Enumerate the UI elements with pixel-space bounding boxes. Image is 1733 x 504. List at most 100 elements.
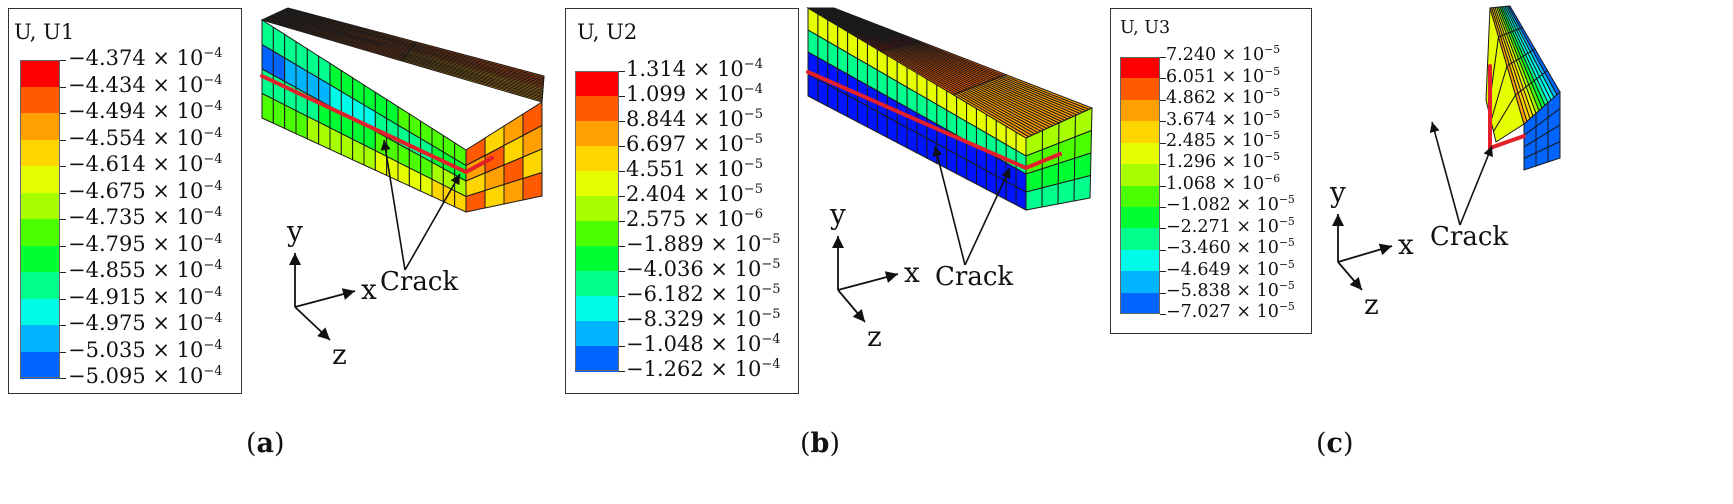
- legend-swatch: [20, 325, 60, 352]
- crack-arrowhead: [932, 146, 943, 157]
- legend-tick: [1160, 78, 1166, 80]
- legend-label: 3.674 × 10−5: [1166, 109, 1280, 130]
- z-axis-label: z: [332, 338, 347, 371]
- crack-label: Crack: [380, 267, 458, 297]
- legend-label-mantissa: −8.329: [626, 307, 704, 332]
- legend-label: −1.082 × 10−5: [1166, 195, 1295, 215]
- legend-label-exponent: −4: [203, 178, 223, 194]
- legend-tick: [619, 296, 625, 297]
- legend-swatch: [1120, 206, 1160, 229]
- x-axis-arrow-head: [341, 288, 355, 300]
- legend-label-exponent: −5: [743, 182, 763, 198]
- legend-label-exponent: −5: [761, 232, 781, 248]
- legend-label-exponent: −5: [743, 157, 763, 173]
- legend-label-exponent: −4: [203, 364, 223, 380]
- legend-label-exponent: −4: [203, 152, 223, 168]
- legend-label-exponent: −4: [203, 99, 223, 115]
- legend-label-exponent: −4: [761, 357, 781, 373]
- x-axis-arrow-head: [1378, 243, 1392, 256]
- legend-swatch: [1120, 185, 1160, 208]
- legend-label: 2.404 × 10−5: [626, 182, 763, 207]
- legend-label-times: × 10: [1216, 131, 1265, 152]
- legend-swatch: [20, 113, 60, 140]
- legend-label-mantissa: −1.048: [626, 332, 704, 357]
- legend-label-exponent: −5: [1264, 107, 1281, 121]
- legend-label-times: × 10: [686, 182, 744, 207]
- legend-swatch: [575, 296, 619, 322]
- legend-tick: [60, 272, 66, 273]
- legend-label-mantissa: 8.844: [626, 107, 687, 132]
- legend-tick: [1160, 99, 1166, 101]
- legend-label-exponent: −5: [1278, 279, 1295, 293]
- legend-label: 2.575 × 10−6: [626, 208, 763, 230]
- legend-label-times: × 10: [1216, 88, 1265, 109]
- crack-pointer-line: [1431, 121, 1461, 226]
- legend-label: −4.855 × 10−4: [68, 259, 223, 281]
- legend-tick: [1160, 142, 1166, 144]
- legend-label-mantissa: 1.314: [626, 57, 687, 82]
- legend-swatch: [20, 219, 60, 246]
- legend-label-times: × 10: [1230, 280, 1279, 301]
- caption-letter: c: [1326, 428, 1343, 459]
- legend-tick: [619, 221, 625, 222]
- legend-label: −8.329 × 10−5: [626, 307, 781, 332]
- legend-bar-outline: [1120, 57, 1160, 314]
- legend-tick: [60, 325, 66, 326]
- legend-swatch: [575, 196, 619, 222]
- legend-tick: [619, 271, 625, 272]
- legend-label-exponent: −4: [203, 46, 223, 62]
- legend-label-mantissa: 1.068: [1166, 173, 1217, 194]
- legend-label-times: × 10: [145, 152, 204, 177]
- legend-swatch: [575, 321, 619, 347]
- legend-tick: [1160, 249, 1166, 251]
- legend-tick: [1160, 206, 1166, 208]
- legend-label-times: × 10: [1230, 259, 1279, 280]
- legend-label-mantissa: −4.036: [626, 257, 704, 282]
- legend-bar-outline: [20, 60, 60, 378]
- crack-pointer-line: [383, 139, 406, 271]
- legend-swatch: [575, 221, 619, 247]
- legend-label-mantissa: −4.675: [68, 178, 146, 203]
- legend-label-times: × 10: [145, 46, 204, 71]
- legend-label-times: × 10: [145, 178, 204, 203]
- legend-title: U, U1: [14, 20, 75, 44]
- z-axis-label: z: [867, 320, 882, 353]
- crack-arrowhead: [1483, 146, 1493, 158]
- legend-swatch: [575, 96, 619, 122]
- legend-bar-outline: [575, 71, 619, 371]
- legend-tick: [1160, 57, 1166, 58]
- y-axis-arrow-head: [1332, 214, 1344, 226]
- legend-label-exponent: −5: [761, 307, 781, 323]
- z-axis-arrow-head: [1349, 276, 1362, 290]
- legend-label-exponent: −5: [1264, 129, 1281, 143]
- legend-label-mantissa: −6.182: [626, 282, 704, 307]
- legend-label-exponent: −5: [1278, 214, 1295, 228]
- legend-label: −4.434 × 10−4: [68, 72, 223, 96]
- legend-label: 7.240 × 10−5: [1166, 45, 1280, 66]
- legend-swatch: [575, 71, 619, 97]
- legend-label-times: × 10: [1216, 45, 1265, 66]
- legend-label-times: × 10: [703, 232, 762, 257]
- legend-label-mantissa: −4.735: [68, 205, 146, 230]
- legend-label-times: × 10: [145, 311, 204, 336]
- legend-tick: [1160, 164, 1166, 166]
- legend-label-exponent: −4: [203, 72, 223, 88]
- legend-label-times: × 10: [1216, 109, 1265, 130]
- caption-close-paren: ): [829, 428, 840, 459]
- beam-top-face: [260, 7, 545, 103]
- crack-pointer-line: [964, 167, 1011, 266]
- legend-label: 8.844 × 10−5: [626, 107, 763, 132]
- axis-triad: yxz: [1329, 176, 1414, 321]
- legend-label-mantissa: 6.051: [1166, 66, 1217, 87]
- crack-line: [806, 70, 1062, 171]
- legend-label-times: × 10: [145, 99, 204, 124]
- legend-swatch: [1120, 57, 1160, 79]
- crack-arrowhead: [1429, 122, 1440, 133]
- legend-label: −4.735 × 10−4: [68, 205, 223, 230]
- beam-top-face: [1489, 5, 1561, 125]
- legend-label-times: × 10: [145, 337, 204, 362]
- y-axis-label: y: [286, 215, 303, 248]
- legend-swatch: [1120, 121, 1160, 144]
